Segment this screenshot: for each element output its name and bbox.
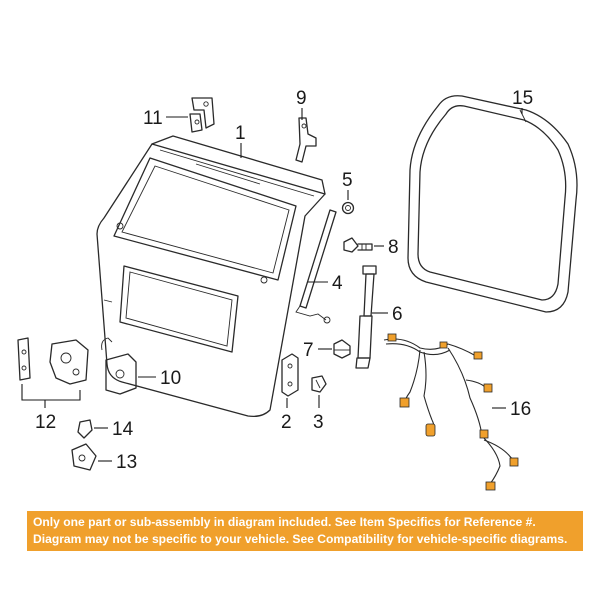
latch-actuator-part — [101, 337, 137, 395]
stud-part — [343, 237, 373, 253]
gas-strut-part — [355, 265, 377, 369]
callout-1: 1 — [235, 123, 246, 144]
leader-lines — [21, 108, 523, 462]
callout-12: 12 — [35, 412, 56, 433]
wiring-harness-part — [383, 333, 519, 491]
disclaimer-line-2: Diagram may not be specific to your vehi… — [33, 532, 568, 546]
callout-10: 10 — [160, 368, 181, 389]
callout-5: 5 — [342, 170, 353, 191]
strut-bolt-part — [333, 339, 351, 359]
callout-2: 2 — [281, 412, 292, 433]
liftgate-part — [96, 135, 326, 418]
disclaimer-banner: Only one part or sub-assembly in diagram… — [27, 511, 583, 551]
hinge-bracket-part — [295, 117, 317, 163]
callout-7: 7 — [303, 340, 314, 361]
weatherstrip-part — [407, 95, 578, 313]
callout-13: 13 — [116, 452, 137, 473]
callout-14: 14 — [112, 419, 134, 440]
bump-stop-part — [341, 201, 355, 215]
spoiler-strip-part — [295, 209, 337, 324]
retainer-clip-part — [77, 419, 93, 439]
callout-4: 4 — [332, 273, 343, 294]
callout-16: 16 — [510, 399, 531, 420]
callout-15: 15 — [512, 88, 533, 109]
striker-part — [71, 443, 97, 471]
clip-part — [311, 375, 327, 393]
hinge-part — [189, 97, 215, 133]
callout-6: 6 — [392, 304, 403, 325]
bracket-part — [281, 353, 299, 397]
disclaimer-line-1: Only one part or sub-assembly in diagram… — [33, 515, 536, 529]
callout-8: 8 — [388, 237, 399, 258]
callout-9: 9 — [296, 88, 307, 109]
callout-11: 11 — [143, 108, 163, 129]
latch-assembly-part — [17, 337, 89, 385]
callout-3: 3 — [313, 412, 324, 433]
